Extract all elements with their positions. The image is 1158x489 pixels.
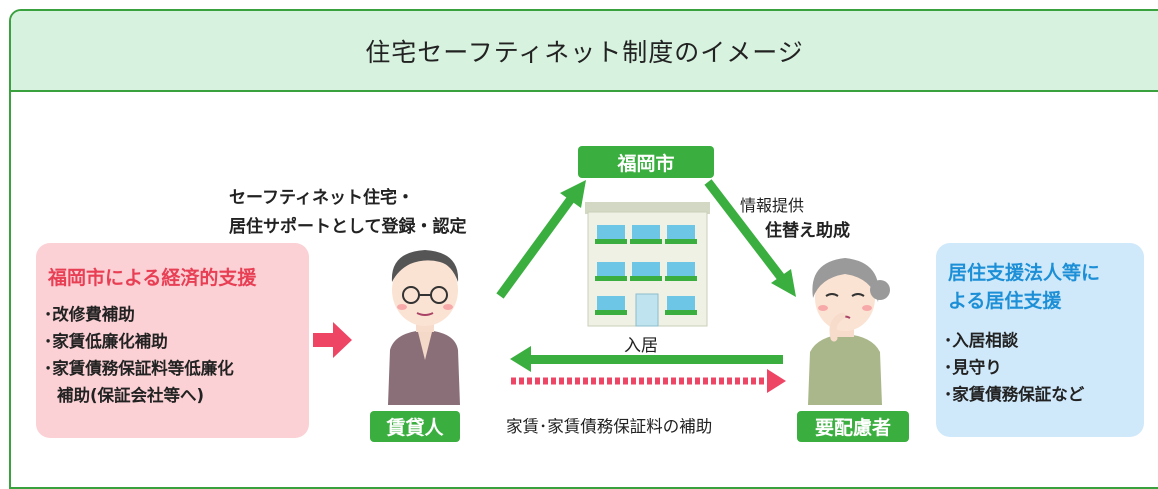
housing-support-list: ･入居相談 ･見守り ･家賃債務保証など: [944, 327, 1084, 408]
city-label: 福岡市: [578, 146, 714, 178]
housing-support-panel: 居住支援法人等に よる居住支援 ･入居相談 ･見守り ･家賃債務保証など: [936, 243, 1144, 437]
economic-support-list: ･改修費補助 ･家賃低廉化補助 ･家賃債務保証料等低廉化 補助(保証会社等へ): [44, 301, 234, 409]
registration-text-line2: 居住サポートとして登録・認定: [229, 217, 467, 237]
list-item: ･入居相談: [944, 331, 1019, 350]
needy-person-label: 要配慮者: [797, 411, 909, 442]
page-title: 住宅セーフティネット制度のイメージ: [365, 37, 804, 67]
move-in-label: 入居: [624, 336, 658, 356]
registration-text-line1: セーフティネット住宅・: [229, 188, 414, 208]
header-bar: 住宅セーフティネット制度のイメージ: [11, 11, 1158, 92]
support-arrow-icon: [313, 322, 352, 358]
landlord-person-icon: [388, 250, 460, 405]
subsidy-arrow-icon: [511, 369, 786, 393]
move-in-arrow-icon: [510, 346, 783, 372]
economic-support-panel: 福岡市による経済的支援 ･改修費補助 ･家賃低廉化補助 ･家賃債務保証料等低廉化…: [36, 243, 309, 438]
list-item: ･家賃低廉化補助: [44, 332, 168, 351]
list-item: ･家賃債務保証料等低廉化: [44, 359, 234, 378]
apartment-building-icon: [585, 202, 710, 327]
landlord-label: 賃貸人: [370, 411, 460, 442]
housing-support-title-line1: 居住支援法人等に: [948, 262, 1101, 284]
elderly-woman-icon: [808, 258, 890, 405]
diagram-artwork: [313, 179, 890, 405]
info-text-line2: 住替え助成: [765, 221, 850, 241]
registration-arrow-icon: [496, 180, 586, 299]
subsidy-label: 家賃･家賃債務保証料の補助: [506, 417, 713, 436]
list-item: ･家賃債務保証など: [944, 385, 1085, 404]
economic-support-title: 福岡市による経済的支援: [48, 267, 257, 289]
info-arrow-icon: [704, 179, 796, 297]
info-text-line1: 情報提供: [740, 196, 805, 215]
housing-support-title: 居住支援法人等に よる居住支援: [948, 259, 1100, 315]
list-item: ･見守り: [944, 358, 1002, 377]
list-item: 補助(保証会社等へ): [57, 386, 205, 405]
housing-support-title-line2: よる居住支援: [948, 290, 1062, 312]
list-item: ･改修費補助: [44, 305, 135, 324]
